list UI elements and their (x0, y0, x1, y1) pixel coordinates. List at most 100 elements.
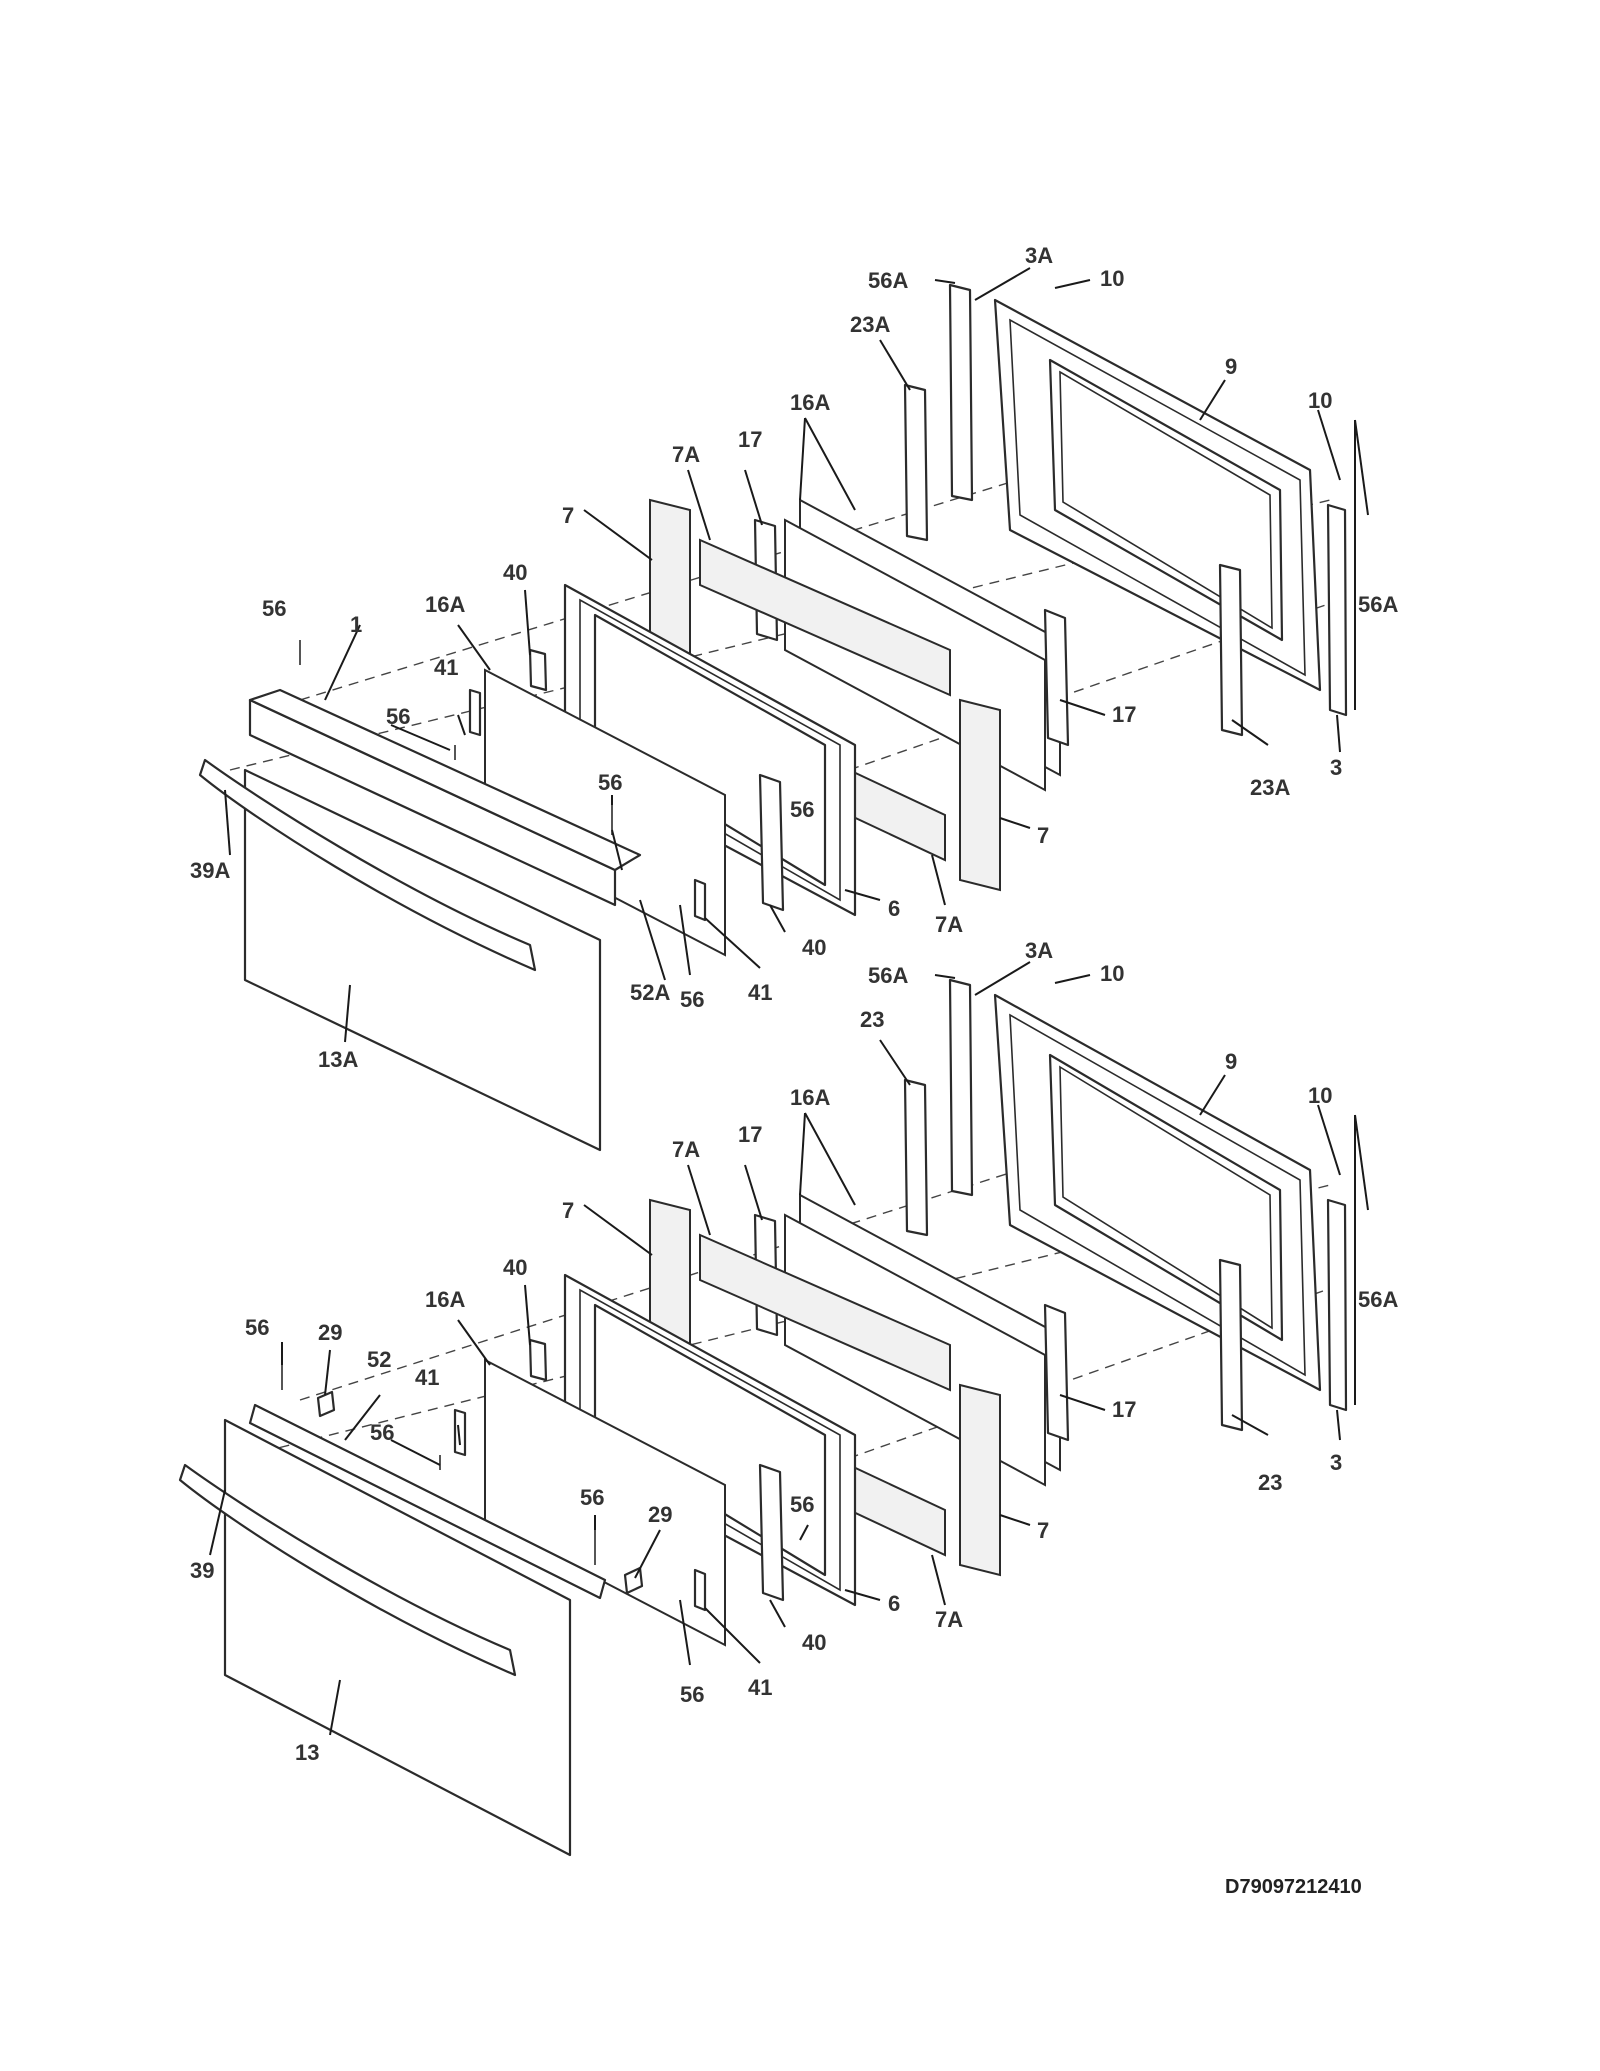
door-top-trim (248, 688, 642, 907)
callout-10b: 10 (1308, 388, 1332, 413)
lower-door-assembly (178, 978, 1348, 1857)
callout-l-6: 6 (888, 1591, 900, 1616)
callout-l-52: 52 (367, 1347, 391, 1372)
clip-bottom-lower (693, 1568, 707, 1612)
callout-17-right: 17 (1112, 702, 1136, 727)
spacer-top (316, 1390, 336, 1418)
upper-door-assembly (198, 283, 1348, 1152)
insulation-top-a (699, 538, 951, 697)
leader-lines (209, 267, 1369, 1736)
callout-7a: 7A (672, 442, 700, 467)
callout-16a: 16A (790, 390, 830, 415)
callout-l-56a: 56A (868, 963, 908, 988)
callout-l-56-bottom: 56 (680, 1682, 704, 1707)
callout-l-56-center: 56 (580, 1485, 604, 1510)
callout-7: 7 (562, 503, 574, 528)
door-handle (198, 758, 537, 972)
callout-l-10b: 10 (1308, 1083, 1332, 1108)
clip-bottom (693, 878, 707, 922)
upper-callouts: 56A 3A 10 23A 9 10 16A 7A 17 56A 7 40 56… (190, 243, 1398, 1072)
callout-56a: 56A (868, 268, 908, 293)
glass-channel (1043, 608, 1070, 747)
callout-l-13: 13 (295, 1740, 319, 1765)
callout-l-17: 17 (738, 1122, 762, 1147)
callout-l-7a: 7A (672, 1137, 700, 1162)
insulation-right (959, 698, 1001, 892)
callout-7a-bottom: 7A (935, 912, 963, 937)
hinge-right-lower (1218, 1258, 1244, 1432)
hinge-right (1218, 563, 1244, 737)
callout-52a: 52A (630, 980, 670, 1005)
callout-39a: 39A (190, 858, 230, 883)
callout-56a-right: 56A (1358, 592, 1398, 617)
callout-l-7: 7 (562, 1198, 574, 1223)
callout-23a: 23A (850, 312, 890, 337)
callout-l-17-right: 17 (1112, 1397, 1136, 1422)
callout-9: 9 (1225, 354, 1237, 379)
hinge-rail-right-lower (1326, 1198, 1348, 1412)
insulation-top-a-lower (699, 1233, 951, 1392)
hinge-rail-left (948, 283, 974, 502)
callout-l-16a: 16A (790, 1085, 830, 1110)
callout-l-3a: 3A (1025, 938, 1053, 963)
hinge-rail-left-lower (948, 978, 974, 1197)
callout-l-39: 39 (190, 1558, 214, 1583)
callout-10: 10 (1100, 266, 1124, 291)
callout-56-frame: 56 (790, 797, 814, 822)
callout-6: 6 (888, 896, 900, 921)
callout-l-23-right: 23 (1258, 1470, 1282, 1495)
bracket-bottom (758, 773, 785, 912)
callout-l-29-right: 29 (648, 1502, 672, 1527)
callout-17: 17 (738, 427, 762, 452)
callout-56-mid: 56 (386, 704, 410, 729)
callout-l-3: 3 (1330, 1450, 1342, 1475)
glass-panel-front-lower (484, 1358, 726, 1647)
callout-l-41-bottom: 41 (748, 1675, 772, 1700)
callout-41-bottom: 41 (748, 980, 772, 1005)
callout-l-40: 40 (503, 1255, 527, 1280)
callout-23a-right: 23A (1250, 775, 1290, 800)
callout-l-56a-right: 56A (1358, 1287, 1398, 1312)
bracket-top (528, 648, 548, 692)
callout-40: 40 (503, 560, 527, 585)
callout-41: 41 (434, 655, 458, 680)
callout-l-23: 23 (860, 1007, 884, 1032)
bracket-bottom-lower (758, 1463, 785, 1602)
callout-40-bottom: 40 (802, 935, 826, 960)
callout-l-16a-front: 16A (425, 1287, 465, 1312)
door-top-trim-lower (248, 1403, 607, 1600)
callout-3a: 3A (1025, 243, 1053, 268)
clip-top (468, 688, 482, 737)
callout-l-7-right: 7 (1037, 1518, 1049, 1543)
callout-l-7a-bottom: 7A (935, 1607, 963, 1632)
callout-l-56-top: 56 (245, 1315, 269, 1340)
callout-l-9: 9 (1225, 1049, 1237, 1074)
door-handle-lower (178, 1463, 517, 1677)
glass-channel-lower (1043, 1303, 1070, 1442)
glass-panel-front (484, 668, 726, 957)
clip-top-lower (453, 1408, 467, 1457)
hinge-rail-right (1326, 503, 1348, 717)
hinge-left-lower (903, 1078, 929, 1237)
bracket-top-lower (528, 1338, 548, 1382)
callout-3: 3 (1330, 755, 1342, 780)
hinge-left (903, 383, 929, 542)
lower-callouts: 56A 3A 10 23 9 10 16A 7A 17 7 56A 40 16A… (190, 938, 1398, 1765)
callout-56-center: 56 (598, 770, 622, 795)
callout-l-29: 29 (318, 1320, 342, 1345)
callout-56-top: 56 (262, 596, 286, 621)
callout-l-10: 10 (1100, 961, 1124, 986)
callout-16a-front: 16A (425, 592, 465, 617)
callout-l-41: 41 (415, 1365, 439, 1390)
diagram-code: D79097212410 (1225, 1876, 1362, 1898)
callout-13a: 13A (318, 1047, 358, 1072)
callout-l-56-frame: 56 (790, 1492, 814, 1517)
outer-door-panel-lower (223, 1418, 572, 1857)
callout-56-bottom: 56 (680, 987, 704, 1012)
callout-1: 1 (350, 612, 362, 637)
insulation-right-lower (959, 1383, 1001, 1577)
callout-l-56-mid: 56 (370, 1420, 394, 1445)
callout-7-right: 7 (1037, 823, 1049, 848)
callout-l-40-bottom: 40 (802, 1630, 826, 1655)
